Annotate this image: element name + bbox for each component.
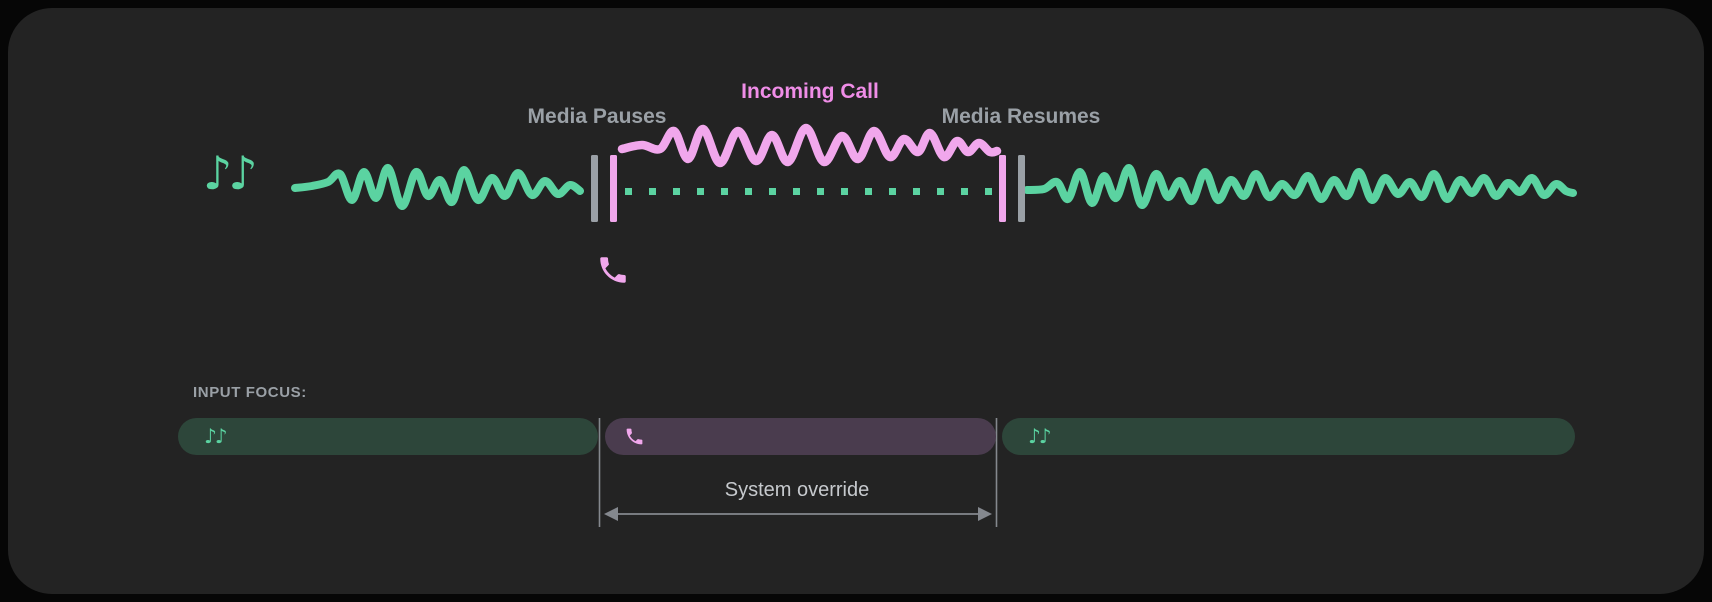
phone-icon — [624, 426, 645, 447]
input-focus-bar-call — [605, 418, 996, 455]
incoming-call-label: Incoming Call — [741, 80, 879, 103]
media-resumes-label: Media Resumes — [941, 105, 1101, 128]
music-notes-icon: ♪♪ — [204, 423, 227, 448]
diagram-card — [8, 8, 1704, 594]
music-notes-icon: ♪♪ — [1028, 423, 1051, 448]
system-override-label: System override — [724, 479, 870, 501]
music-notes-icon: ♪♪ — [203, 146, 258, 200]
input-focus-bar-media-before: ♪♪ — [178, 418, 598, 455]
phone-icon — [596, 253, 630, 287]
input-focus-heading: INPUT FOCUS: — [193, 384, 307, 401]
media-pauses-label: Media Pauses — [527, 105, 667, 128]
input-focus-bar-media-after: ♪♪ — [1002, 418, 1575, 455]
